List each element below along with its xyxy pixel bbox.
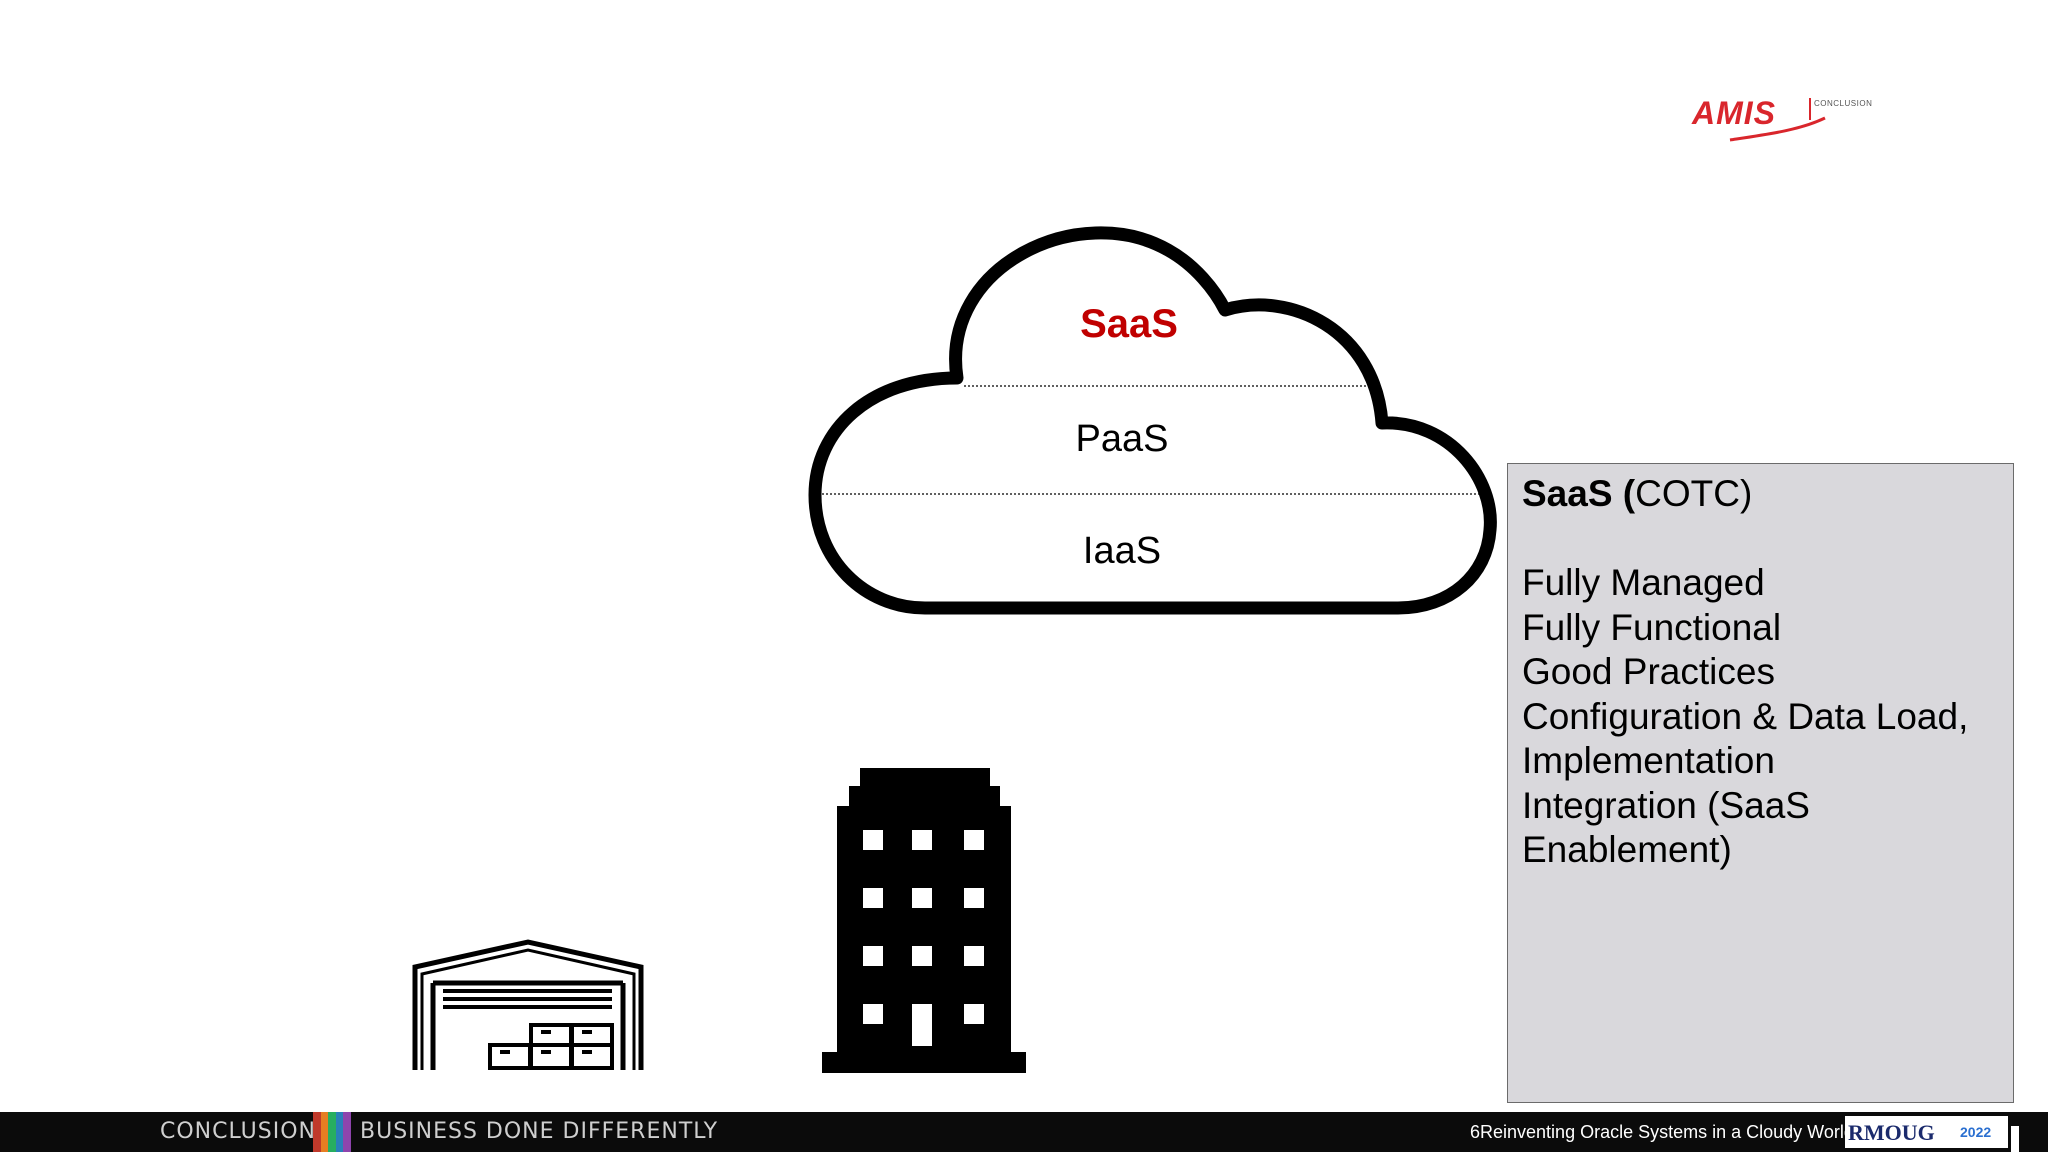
info-box-line: Implementation [1522,740,1775,781]
info-box-line: Fully Managed [1522,562,1765,603]
svg-text:AMIS: AMIS [1691,95,1776,131]
footer-edge-mark [2011,1126,2019,1152]
stripe [335,1112,344,1152]
paas-layer-label: PaaS [1075,418,1169,460]
stripe [320,1112,329,1152]
warehouse-icon [412,939,644,1070]
iaas-layer-label: IaaS [1082,530,1162,572]
info-box-title-rest: COTC) [1635,473,1753,514]
footer-conclusion-text: CONCLUSION [160,1119,316,1144]
amis-logo: AMIS CONCLUSION [1691,95,1872,142]
info-box-line: Good Practices [1522,651,1775,692]
info-box-spacer [1522,517,1999,562]
info-box-line: Configuration & Data Load, [1522,695,1969,737]
office-building-icon [822,768,1026,1073]
info-box-line: Integration (SaaS [1522,784,1810,826]
info-box-line: Fully Functional [1522,606,1782,648]
cloud-icon [808,226,1497,615]
info-box-title-bold: SaaS ( [1522,473,1636,514]
footer-bar: CONCLUSION BUSINESS DONE DIFFERENTLY 6Re… [0,1112,2048,1152]
rmoug-logo-text: RMOUG [1848,1120,1935,1145]
stripe [313,1112,321,1152]
info-box-title: SaaS (COTC) [1522,472,1999,517]
saas-info-box: SaaS (COTC) Fully Managed Fully Function… [1507,463,2014,1103]
saas-layer-label: SaaS [1080,302,1178,346]
rmoug-logo: RMOUG 2022 [1845,1116,2008,1148]
svg-text:CONCLUSION: CONCLUSION [1814,99,1872,108]
footer-slide-title: 6Reinventing Oracle Systems in a Cloudy … [1470,1122,1854,1142]
rmoug-year-text: 2022 [1960,1124,1992,1140]
info-box-line: Enablement) [1522,829,1732,870]
footer-color-stripes [313,1112,351,1152]
stripe [328,1112,336,1152]
footer-tagline: BUSINESS DONE DIFFERENTLY [360,1119,719,1144]
stripe [343,1112,351,1152]
